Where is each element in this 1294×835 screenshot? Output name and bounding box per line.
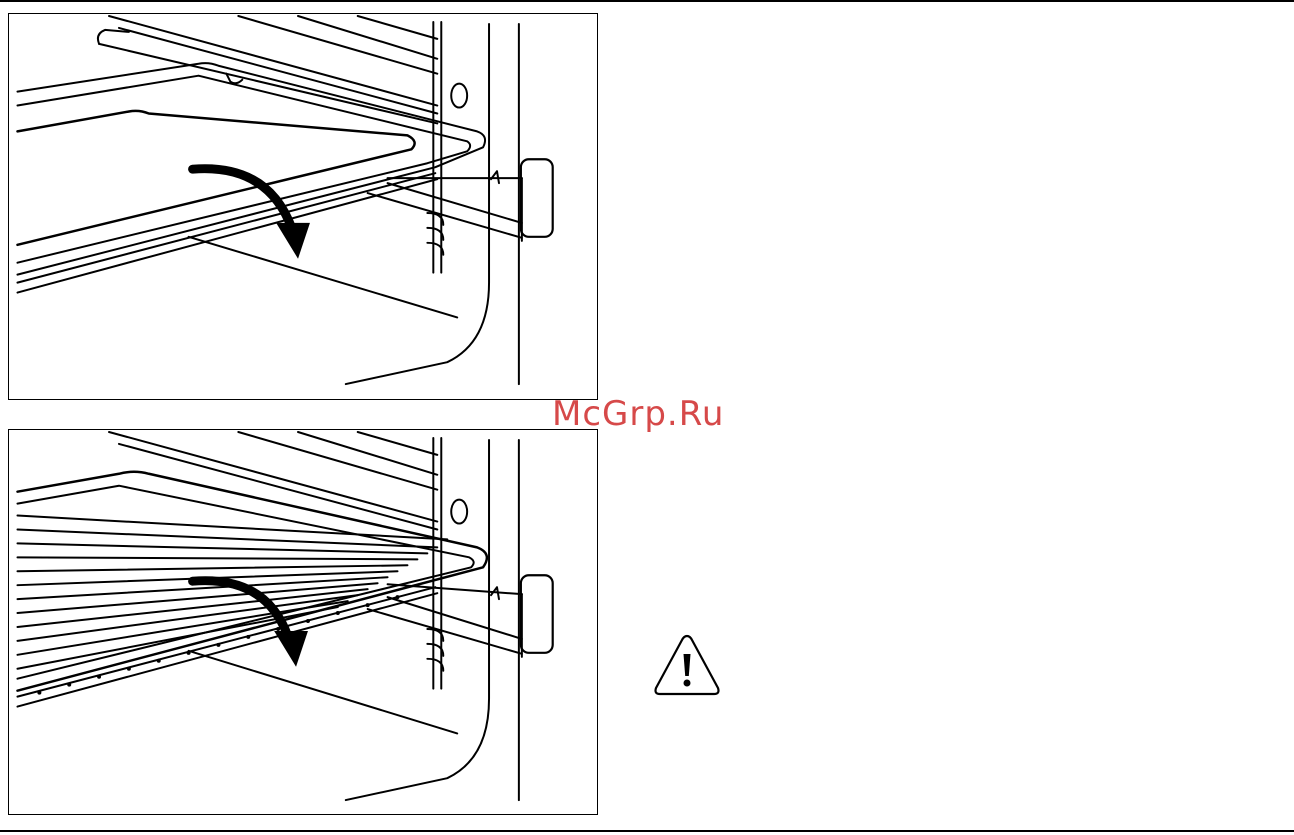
watermark: McGrp.Ru	[552, 394, 724, 434]
wire-shelf-illustration	[9, 430, 597, 814]
drip-tray-illustration	[9, 14, 597, 399]
figure-drip-tray	[8, 13, 598, 400]
warning-triangle-icon	[652, 632, 722, 698]
bottom-rule	[0, 830, 1294, 832]
top-rule	[0, 0, 1294, 2]
figure-wire-shelf	[8, 429, 598, 815]
